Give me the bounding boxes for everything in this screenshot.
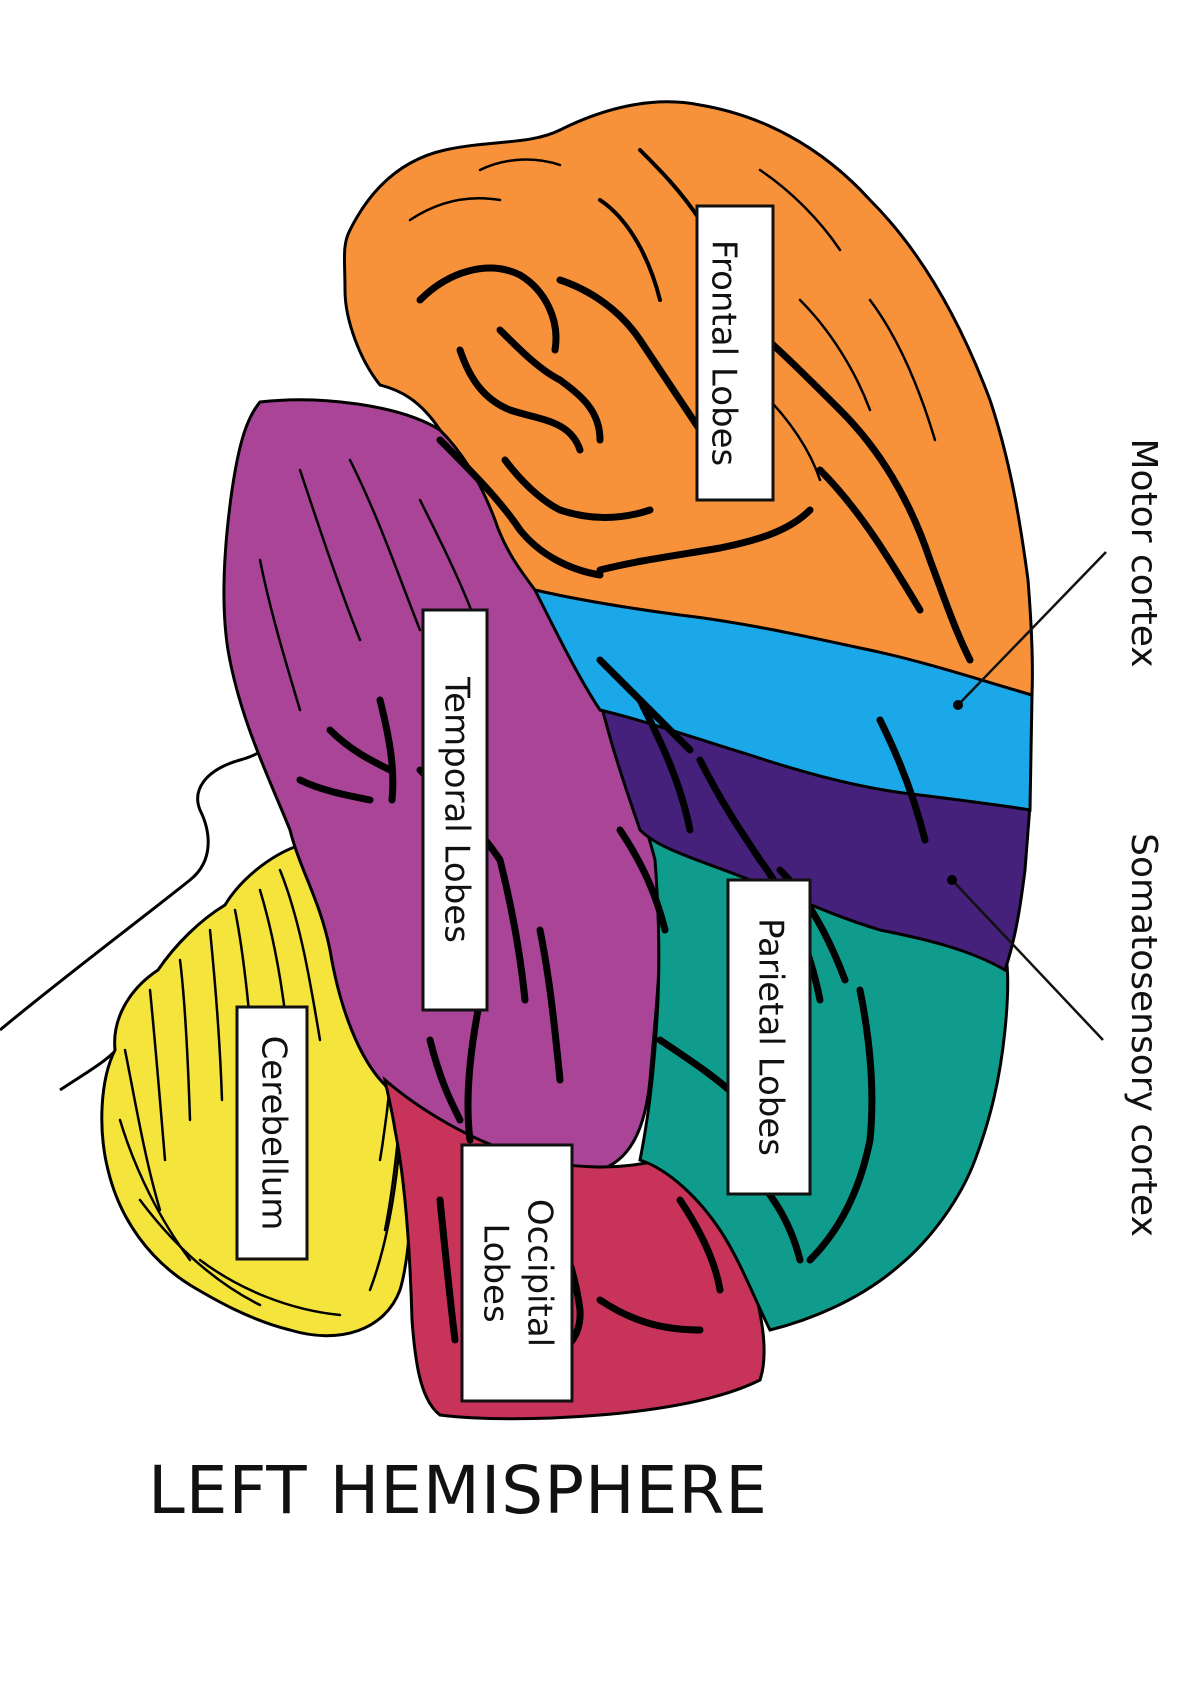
occipital-lobes-label: Occipital Lobes (460, 1143, 574, 1403)
frontal-lobes-label: Frontal Lobes (695, 204, 775, 502)
frontal-lobe-region (342, 100, 1034, 697)
motor-cortex-pointer-dot (953, 700, 963, 710)
frontal-lobes-label-text: Frontal Lobes (704, 240, 744, 466)
hemisphere-title: LEFT HEMISPHERE (148, 1452, 768, 1529)
somatosensory-pointer-dot (947, 875, 957, 885)
motor-cortex-pointer (957, 551, 1107, 706)
occipital-lobes-label-text-line2: Lobes (476, 1223, 516, 1322)
motor-cortex-annotation: Motor cortex (1123, 438, 1164, 667)
parietal-lobes-label-text: Parietal Lobes (751, 918, 791, 1156)
parietal-folds (596, 656, 929, 1294)
cerebellum-label: Cerebellum (235, 1005, 309, 1261)
parietal-lobes-label: Parietal Lobes (726, 878, 812, 1196)
somatosensory-pointer (951, 879, 1104, 1041)
occipital-lobes-label-text-line1: Occipital (520, 1199, 560, 1347)
cerebellum-label-text: Cerebellum (254, 1036, 294, 1231)
temporal-lobes-label: Temporal Lobes (421, 608, 489, 1012)
somatosensory-cortex-annotation: Somatosensory cortex (1123, 833, 1164, 1237)
frontal-folds (416, 148, 974, 664)
temporal-lobes-label-text: Temporal Lobes (437, 676, 477, 943)
brainstem-outline (0, 719, 287, 1032)
